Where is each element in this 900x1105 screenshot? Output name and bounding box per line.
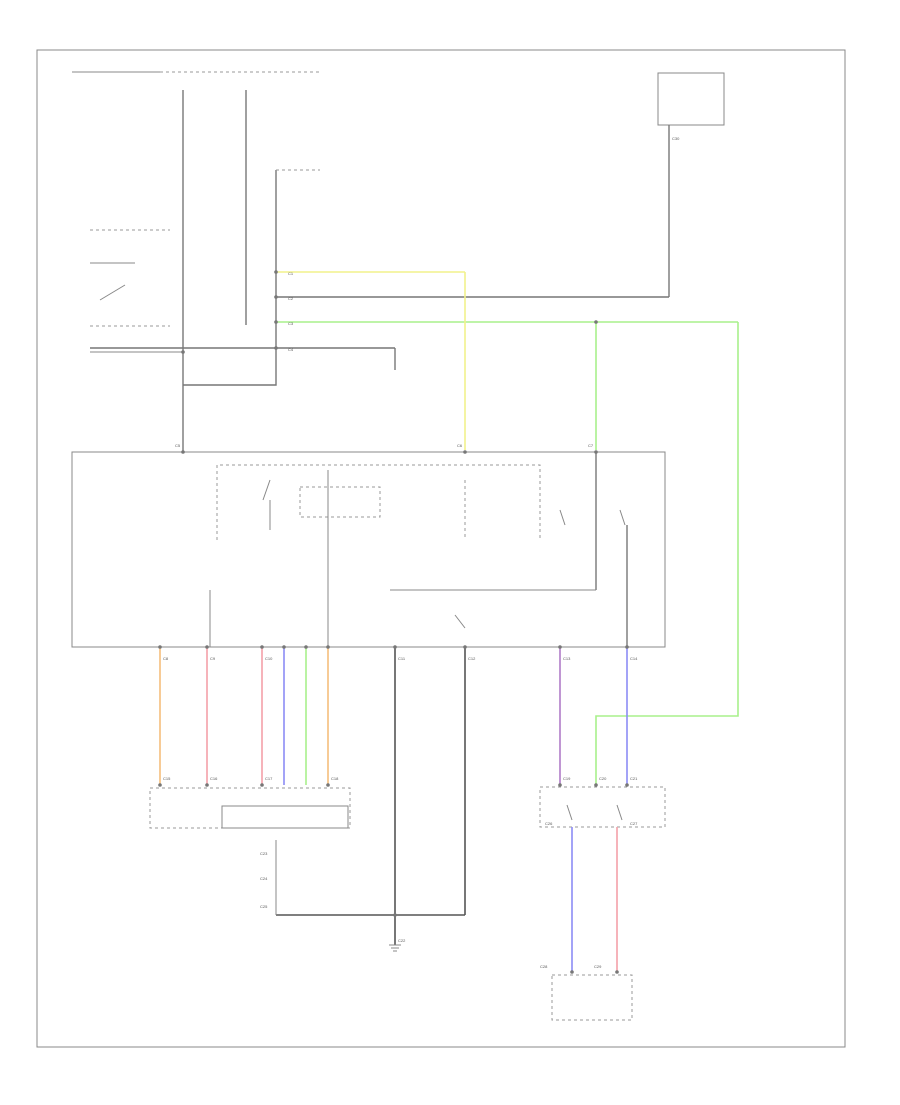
- passenger-switch-down: [619, 509, 626, 526]
- connector-label: C18: [331, 776, 339, 781]
- connector-label: C6: [457, 443, 463, 448]
- connector-label: C1: [288, 271, 294, 276]
- passenger-switch-box: [539, 786, 666, 828]
- connector-label: C20: [599, 776, 607, 781]
- ground-symbol: [389, 944, 401, 952]
- pulse-generator-box: [221, 805, 349, 829]
- terminal-dots: [158, 270, 629, 974]
- driver-motor-box: [149, 787, 351, 829]
- connector-label: C9: [210, 656, 216, 661]
- connector-label: C12: [468, 656, 476, 661]
- driver-switch-blade: [262, 479, 271, 501]
- connector-label: C26: [545, 821, 553, 826]
- connector-label: C21: [630, 776, 638, 781]
- green-wire-right-loop: [595, 322, 739, 785]
- connector-label: C22: [398, 938, 406, 943]
- passenger-sw-blade-1: [566, 804, 573, 821]
- master-switch-outline: [216, 464, 541, 540]
- connector-label: C4: [288, 347, 294, 352]
- connector-label: C23: [260, 851, 268, 856]
- connector-label: C30: [672, 136, 680, 141]
- connector-label: C25: [260, 904, 268, 909]
- connector-label: C17: [265, 776, 273, 781]
- diagram-border: [36, 49, 846, 1048]
- passenger-sw-blade-2: [616, 804, 623, 821]
- auto-switch-blade: [454, 614, 466, 629]
- switch-blade: [99, 284, 126, 301]
- connector-label: C5: [175, 443, 181, 448]
- connector-block-return: [183, 170, 277, 386]
- connector-label: C24: [260, 876, 268, 881]
- passenger-switch-up: [559, 509, 566, 526]
- connector-label: C16: [210, 776, 218, 781]
- driver-switch-contacts: [299, 486, 381, 518]
- connector-label: C10: [265, 656, 273, 661]
- connector-label: C11: [398, 656, 406, 661]
- connector-label: C7: [588, 443, 594, 448]
- passenger-motor-box: [551, 974, 633, 1021]
- connector-label: C8: [163, 656, 169, 661]
- connector-label: C28: [540, 964, 548, 969]
- connector-label: C13: [563, 656, 571, 661]
- connector-label: C15: [163, 776, 171, 781]
- right-fuse-box: [657, 72, 725, 126]
- connector-label: C29: [594, 964, 602, 969]
- connector-label: C19: [563, 776, 571, 781]
- connector-label: C27: [630, 821, 638, 826]
- control-unit-box: [71, 451, 666, 648]
- connector-label: C2: [288, 296, 294, 301]
- connector-label: C14: [630, 656, 638, 661]
- connector-label: C3: [288, 321, 294, 326]
